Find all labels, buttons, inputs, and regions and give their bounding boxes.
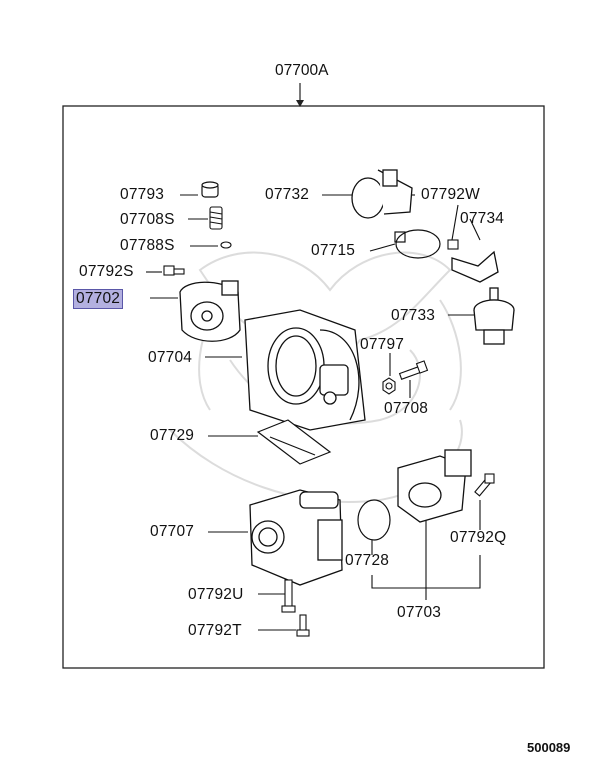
callout-07703[interactable]: 07703 bbox=[397, 604, 442, 621]
part-07793-cap bbox=[201, 181, 219, 198]
callout-07792w[interactable]: 07792W bbox=[421, 186, 480, 203]
diagram-frame bbox=[62, 105, 545, 669]
callout-07702-highlighted[interactable]: 07702 bbox=[73, 289, 124, 309]
catalog-number: 500089 bbox=[527, 740, 571, 755]
callout-07704[interactable]: 07704 bbox=[148, 349, 193, 366]
part-07728-gasket bbox=[357, 499, 391, 541]
part-07792T-bolt bbox=[296, 614, 310, 637]
part-07715-clamp bbox=[394, 229, 441, 259]
part-07788S-clip bbox=[220, 241, 232, 249]
callout-07733[interactable]: 07733 bbox=[391, 307, 436, 324]
part-07729-gasket bbox=[256, 419, 332, 465]
part-07792W-screw bbox=[447, 239, 459, 250]
callout-07788s[interactable]: 07788S bbox=[120, 237, 175, 254]
part-07797-nut bbox=[382, 377, 396, 395]
callout-07728[interactable]: 07728 bbox=[345, 552, 390, 569]
callout-07729[interactable]: 07729 bbox=[150, 427, 195, 444]
part-07734-hose bbox=[451, 250, 499, 283]
callout-07792t[interactable]: 07792T bbox=[188, 622, 242, 639]
callout-07734[interactable]: 07734 bbox=[460, 210, 505, 227]
part-07792S-screw bbox=[163, 265, 185, 276]
part-07707-housing bbox=[249, 489, 343, 586]
callout-07792q[interactable]: 07792Q bbox=[450, 529, 507, 546]
callout-07792s[interactable]: 07792S bbox=[79, 263, 134, 280]
callout-07793[interactable]: 07793 bbox=[120, 186, 165, 203]
callout-07708s[interactable]: 07708S bbox=[120, 211, 175, 228]
part-07792U-bolt bbox=[281, 579, 296, 613]
part-07733-valve bbox=[473, 287, 515, 345]
assembly-number: 07700A bbox=[275, 62, 329, 79]
callout-07707[interactable]: 07707 bbox=[150, 523, 195, 540]
callout-07797[interactable]: 07797 bbox=[360, 336, 405, 353]
callout-07715[interactable]: 07715 bbox=[311, 242, 356, 259]
part-07703-idle-valve bbox=[397, 449, 472, 523]
part-07732-actuator bbox=[351, 169, 413, 219]
callout-07732[interactable]: 07732 bbox=[265, 186, 310, 203]
part-07792Q-bolt bbox=[474, 473, 495, 497]
callout-07708[interactable]: 07708 bbox=[384, 400, 429, 417]
part-07702-sensor bbox=[179, 280, 241, 342]
part-07708S-spring bbox=[209, 206, 223, 230]
callout-07792u[interactable]: 07792U bbox=[188, 586, 244, 603]
part-07708-screw bbox=[398, 360, 429, 380]
part-07704-throttle-body bbox=[244, 309, 366, 431]
